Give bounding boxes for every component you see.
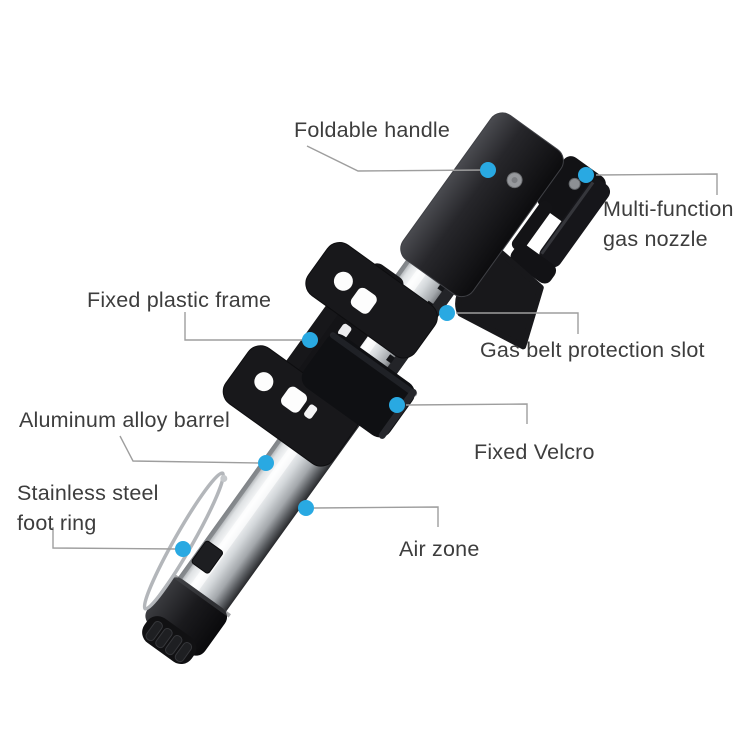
callout-dot-foldable-handle — [480, 162, 496, 178]
label-foldable-handle: Foldable handle — [294, 116, 450, 144]
label-text: Foldable handle — [294, 118, 451, 142]
callout-dot-plastic-frame — [302, 332, 318, 348]
frame-hole-round-bottom — [254, 372, 274, 392]
label-fixed-plastic-frame: Fixed plastic frame — [87, 286, 271, 314]
label-text: Air zone — [399, 537, 480, 561]
label-text: Multi-function — [603, 197, 734, 221]
callout-dot-fixed-velcro — [389, 397, 405, 413]
label-gas-belt-protection-slot: Gas belt protection slot — [480, 336, 705, 364]
label-text: gas nozzle — [603, 227, 708, 251]
label-stainless-steel-foot-ring: Stainless steel foot ring — [17, 478, 159, 538]
label-aluminum-alloy-barrel: Aluminum alloy barrel — [19, 406, 230, 434]
leader-foldable-handle — [306, 145, 487, 172]
foot-ring-wire — [142, 471, 228, 611]
callout-dot-air-zone — [298, 500, 314, 516]
callout-dot-gas-belt-slot — [439, 305, 455, 321]
callout-dot-gas-nozzle — [578, 167, 594, 183]
callout-dot-alloy-barrel — [258, 455, 274, 471]
callout-dot-foot-ring — [175, 541, 191, 557]
frame-hole-square-top — [350, 287, 377, 314]
velcro-strap — [301, 332, 418, 439]
leader-alloy-barrel — [119, 435, 259, 464]
leader-fixed-velcro — [405, 403, 528, 424]
foldable-handle — [400, 112, 564, 298]
label-text: Fixed plastic frame — [87, 288, 272, 312]
label-air-zone: Air zone — [399, 535, 479, 563]
label-multi-function-gas-nozzle: Multi-function gas nozzle — [603, 194, 734, 254]
leader-foot-ring — [52, 527, 177, 550]
label-text: Fixed Velcro — [474, 440, 595, 464]
leader-air-zone — [313, 506, 439, 527]
leader-gas-belt-slot — [456, 312, 579, 334]
label-text: Gas belt protection slot — [480, 338, 705, 362]
pump-body — [142, 112, 611, 665]
frame-hole-round-top — [333, 271, 353, 291]
label-text: foot ring — [17, 511, 97, 535]
label-text: Aluminum alloy barrel — [19, 408, 230, 432]
frame-hole-square-bottom — [281, 386, 307, 413]
label-fixed-velcro: Fixed Velcro — [474, 438, 595, 466]
nozzle-screw — [568, 177, 581, 190]
foot-cap — [142, 573, 231, 665]
label-text: Stainless steel — [17, 481, 159, 505]
callouts — [52, 145, 718, 557]
leader-gas-nozzle — [595, 173, 718, 195]
leader-plastic-frame — [184, 312, 302, 341]
barrel-slot — [191, 540, 224, 574]
